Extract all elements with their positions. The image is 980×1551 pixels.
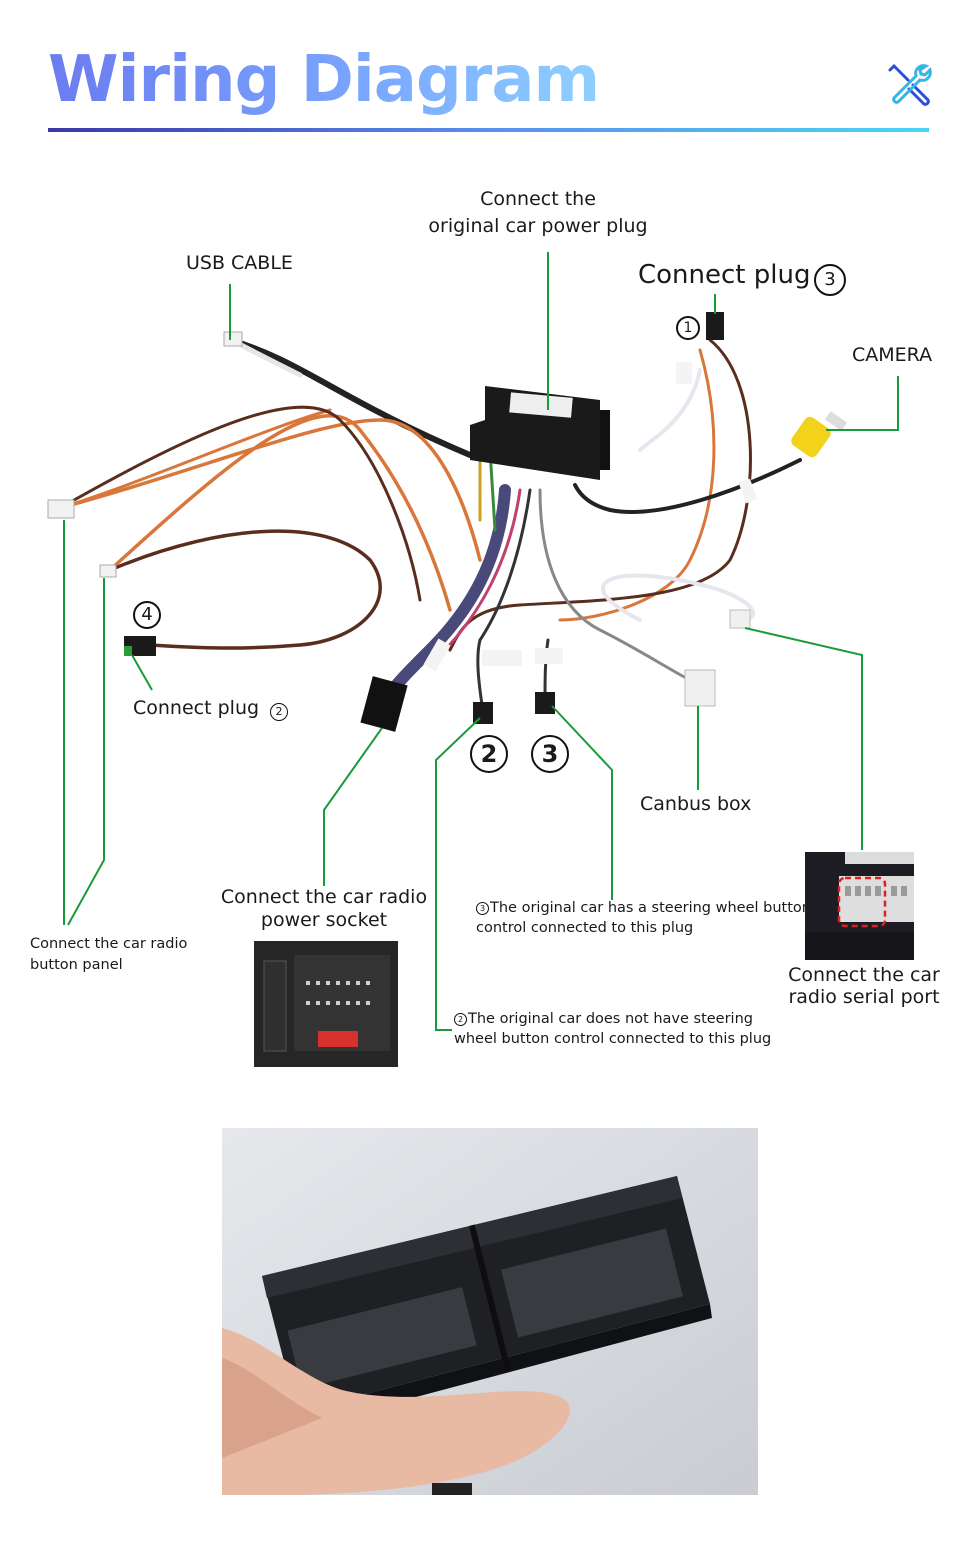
steering-without-number: 2 <box>454 1013 467 1026</box>
power-plug-label: Connect the original car power plug <box>428 188 648 237</box>
plug-4-number: 4 <box>133 601 161 629</box>
wiring-harness-diagram <box>47 252 899 1031</box>
camera-label: CAMERA <box>852 344 933 366</box>
page-title: Wiring Diagram <box>48 43 600 117</box>
plug-1-number: 1 <box>676 316 700 340</box>
harness-connector-block <box>470 386 610 480</box>
connect-plug-3-label: Connect plug <box>638 260 811 290</box>
radio-power-socket-label: Connect the car radio power socket <box>220 886 428 931</box>
serial-port-photo <box>805 852 914 960</box>
connect-plug-2-label: Connect plug <box>133 697 260 719</box>
connect-plug-3-number: 3 <box>814 264 846 296</box>
connect-plug-2-number: 2 <box>270 703 288 721</box>
power-socket-photo <box>254 941 398 1067</box>
serial-port-label: Connect the car radio serial port <box>788 964 940 1008</box>
canbus-box-label: Canbus box <box>640 793 752 815</box>
title-divider <box>48 128 929 132</box>
harness-connector-photo <box>222 1128 758 1495</box>
plug-2-number: 2 <box>470 735 508 773</box>
steering-with-number: 3 <box>476 902 489 915</box>
plug-3-number: 3 <box>531 735 569 773</box>
usb-cable-label: USB CABLE <box>186 252 293 274</box>
tools-icon <box>888 64 932 106</box>
button-panel-label: Connect the car radio button panel <box>30 936 188 973</box>
